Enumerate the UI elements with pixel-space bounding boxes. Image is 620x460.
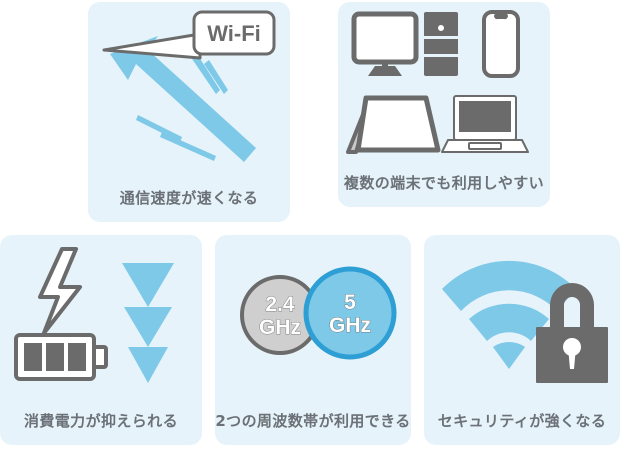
wifi-arc-middle	[469, 303, 549, 341]
speed-arrow-wifi-icon: Wi-Fi	[88, 2, 290, 170]
battery-power-saving-icon	[0, 235, 202, 393]
bubble-box	[192, 10, 276, 56]
card-speed: Wi-Fi 通信速度が速くなる	[88, 2, 290, 222]
band-circle-24ghz: 2.4 GHz	[240, 275, 320, 355]
card-devices: 複数の端末でも利用しやすい	[338, 2, 550, 207]
band-24-value: 2.4	[265, 293, 295, 316]
card-power-caption: 消費電力が抑えられる	[23, 411, 178, 430]
laptop-icon	[441, 95, 529, 153]
dual-band-icon: 2.4 GHz 5 GHz	[215, 235, 411, 393]
card-power: 消費電力が抑えられる	[0, 235, 202, 445]
padlock-icon	[536, 283, 608, 383]
card-security-caption: セキュリティが強くなる	[437, 411, 607, 430]
multiple-devices-icon	[338, 2, 550, 155]
down-arrow-1	[122, 263, 174, 307]
battery-icon	[14, 333, 108, 381]
wifi-badge-label: Wi-Fi	[207, 21, 261, 46]
desktop-tower-icon	[424, 12, 458, 76]
arrow-shape	[110, 36, 256, 162]
tablet-icon	[346, 95, 441, 154]
card-bands: 2.4 GHz 5 GHz 2つの周波数帯が利用できる	[215, 235, 411, 445]
padlock-keyhole-stem	[568, 347, 576, 369]
card-security: セキュリティが強くなる	[424, 235, 620, 445]
down-arrows-icon	[122, 263, 174, 383]
band-5-value: 5	[344, 291, 356, 314]
wifi-arc-outer	[442, 260, 576, 311]
band-5-unit: GHz	[329, 314, 371, 337]
monitor-icon	[351, 11, 419, 76]
speed-line-2	[204, 60, 228, 94]
lightning-bolt-icon	[38, 247, 82, 335]
card-devices-caption: 複数の端末でも利用しやすい	[343, 173, 545, 192]
down-arrow-3	[128, 347, 168, 383]
speed-line-4	[160, 132, 216, 161]
wifi-waves-icon	[442, 260, 576, 369]
speed-line-3	[136, 115, 182, 142]
smartphone-icon	[482, 10, 520, 78]
wifi-arc-inner	[493, 341, 525, 369]
padlock-shackle	[550, 283, 594, 331]
down-arrow-2	[124, 307, 172, 347]
card-bands-caption: 2つの周波数帯が利用できる	[215, 411, 411, 430]
band-circle-5ghz: 5 GHz	[303, 266, 397, 360]
card-speed-caption: 通信速度が速くなる	[119, 188, 259, 207]
wifi-lock-security-icon	[424, 235, 620, 393]
band-24-unit: GHz	[259, 316, 301, 339]
